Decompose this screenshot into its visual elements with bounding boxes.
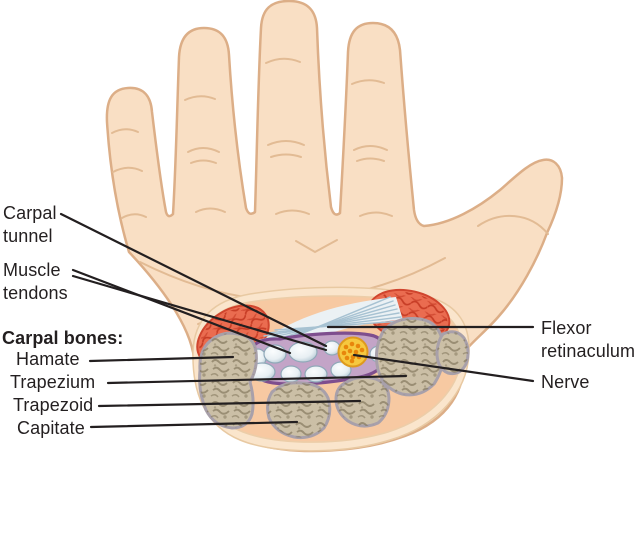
leader-lines bbox=[59, 212, 535, 429]
trapezoid-bone bbox=[334, 375, 391, 428]
median-nerve-circle bbox=[337, 336, 369, 368]
tendon-oval bbox=[304, 365, 328, 383]
label-flexor-retinaculum: Flexor retinaculum bbox=[541, 318, 636, 361]
label-hamate: Hamate bbox=[16, 349, 80, 369]
label-carpal-tunnel: Carpal tunnel bbox=[3, 203, 57, 246]
leader-line-muscle-tendons-b bbox=[71, 274, 328, 352]
label-carpal-bones-heading: Carpal bones: bbox=[2, 328, 124, 348]
leader-line-carpal-tunnel bbox=[59, 212, 328, 348]
leader-line-nerve bbox=[352, 353, 535, 383]
leader-line-hamate bbox=[88, 355, 235, 363]
capitate-bone bbox=[266, 381, 332, 440]
label-trapezium: Trapezium bbox=[10, 372, 96, 392]
trapezium-bone bbox=[375, 317, 446, 397]
leader-line-trapezium bbox=[106, 374, 408, 385]
label-muscle-tendons: Muscle tendons bbox=[3, 260, 68, 303]
label-capitate: Capitate bbox=[17, 418, 85, 438]
leader-line-capitate bbox=[89, 420, 299, 429]
small-bone-right bbox=[435, 330, 470, 376]
leader-line-trapezoid bbox=[97, 399, 362, 408]
leader-line-muscle-tendons-a bbox=[71, 268, 292, 355]
label-trapezoid: Trapezoid bbox=[13, 395, 94, 415]
label-nerve: Nerve bbox=[541, 372, 590, 392]
